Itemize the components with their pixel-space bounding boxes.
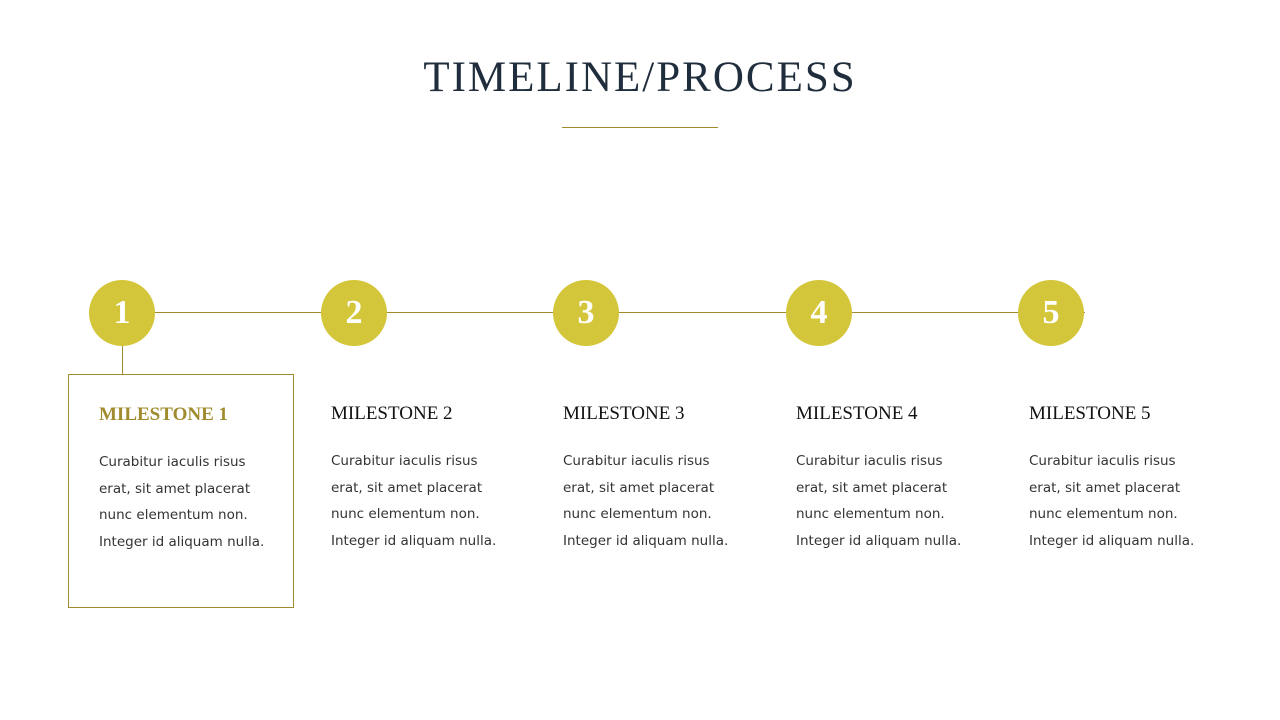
milestone-title: MILESTONE 2 — [331, 403, 453, 424]
description-line: nunc elementum non. — [563, 506, 712, 523]
description-line: nunc elementum non. — [99, 507, 248, 524]
description-line: Integer id aliquam nulla. — [1029, 533, 1195, 550]
description-line: erat, sit amet placerat — [99, 480, 251, 497]
milestone-description: Curabitur iaculis risus erat, sit amet p… — [331, 448, 521, 555]
milestone-1-marker[interactable]: 1 — [89, 280, 155, 346]
description-line: Curabitur iaculis risus — [331, 453, 478, 469]
description-line: Curabitur iaculis risus — [99, 454, 246, 470]
description-line: Integer id aliquam nulla. — [796, 533, 962, 550]
milestone-1-card[interactable]: MILESTONE 1 Curabitur iaculis risus erat… — [68, 374, 294, 608]
milestone-3-marker[interactable]: 3 — [553, 280, 619, 346]
milestone-3-card[interactable]: MILESTONE 3 Curabitur iaculis risus erat… — [533, 374, 759, 608]
description-line: erat, sit amet placerat — [563, 479, 715, 496]
milestone-description: Curabitur iaculis risus erat, sit amet p… — [563, 448, 753, 555]
milestone-title: MILESTONE 3 — [563, 403, 685, 424]
description-line: Integer id aliquam nulla. — [99, 534, 265, 551]
description-line: nunc elementum non. — [796, 506, 945, 523]
active-connector — [122, 346, 123, 374]
description-line: Curabitur iaculis risus — [796, 453, 943, 469]
description-line: erat, sit amet placerat — [331, 479, 483, 496]
description-line: Integer id aliquam nulla. — [563, 533, 729, 550]
timeline-track — [155, 312, 1085, 313]
description-line: erat, sit amet placerat — [1029, 479, 1181, 496]
milestone-4-card[interactable]: MILESTONE 4 Curabitur iaculis risus erat… — [766, 374, 992, 608]
description-line: Curabitur iaculis risus — [563, 453, 710, 469]
description-line: nunc elementum non. — [331, 506, 480, 523]
description-line: nunc elementum non. — [1029, 506, 1178, 523]
milestone-title: MILESTONE 5 — [1029, 403, 1151, 424]
milestone-2-marker[interactable]: 2 — [321, 280, 387, 346]
milestone-description: Curabitur iaculis risus erat, sit amet p… — [1029, 448, 1219, 555]
description-line: erat, sit amet placerat — [796, 479, 948, 496]
milestone-5-marker[interactable]: 5 — [1018, 280, 1084, 346]
milestone-title: MILESTONE 4 — [796, 403, 918, 424]
description-line: Integer id aliquam nulla. — [331, 533, 497, 550]
description-line: Curabitur iaculis risus — [1029, 453, 1176, 469]
milestone-4-marker[interactable]: 4 — [786, 280, 852, 346]
milestone-2-card[interactable]: MILESTONE 2 Curabitur iaculis risus erat… — [301, 374, 527, 608]
milestone-description: Curabitur iaculis risus erat, sit amet p… — [796, 448, 986, 555]
milestone-5-card[interactable]: MILESTONE 5 Curabitur iaculis risus erat… — [999, 374, 1225, 608]
slide-title: TIMELINE/PROCESS — [423, 54, 857, 101]
milestone-title: MILESTONE 1 — [99, 404, 228, 425]
title-underline — [562, 127, 718, 128]
milestone-description: Curabitur iaculis risus erat, sit amet p… — [99, 449, 289, 556]
